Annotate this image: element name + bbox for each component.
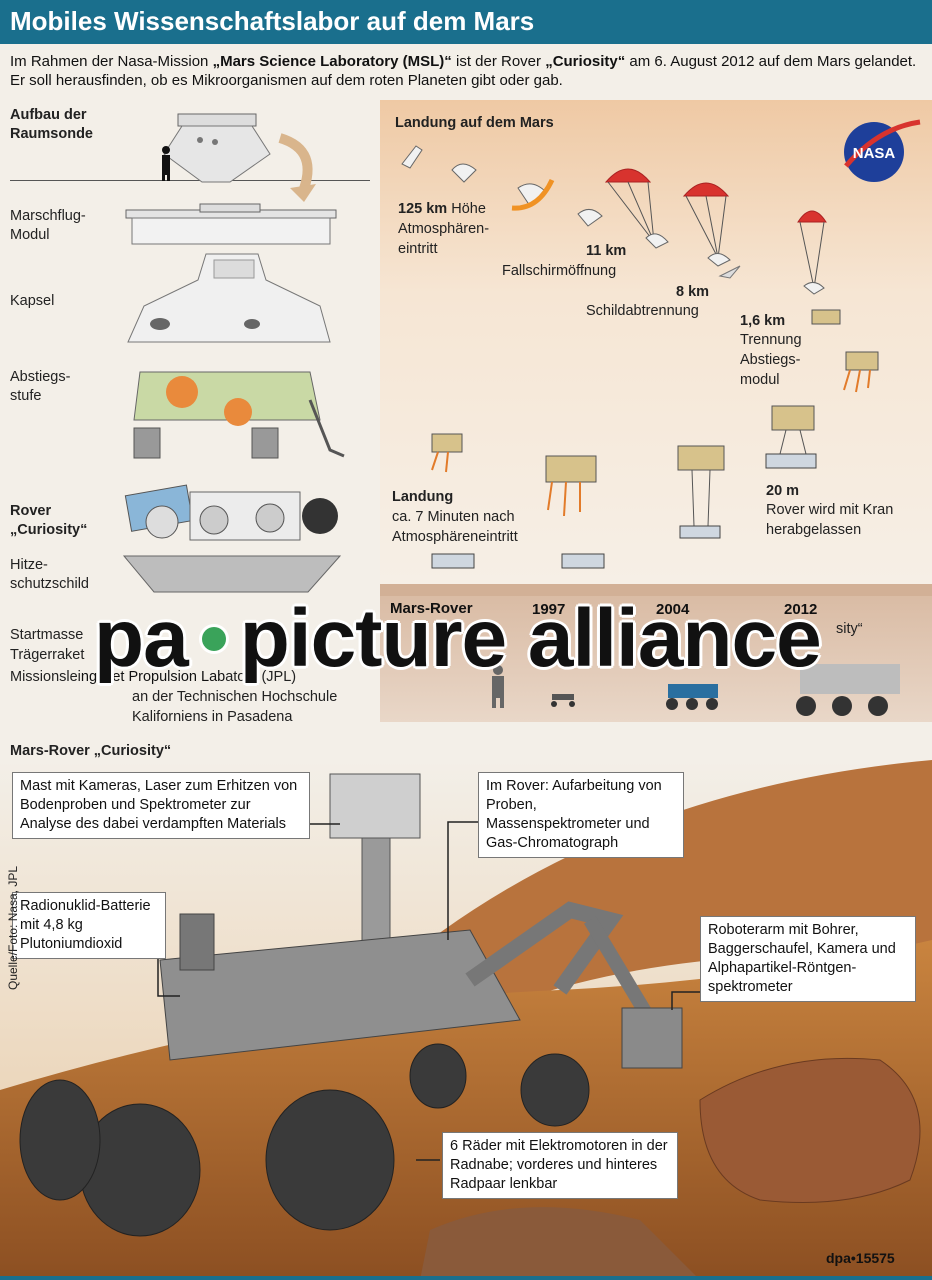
- intro-mission: „Mars Science Laboratory (MSL)“: [212, 53, 452, 70]
- sojourner-rover-icon: [551, 694, 575, 707]
- nasa-logo-text: NASA: [853, 145, 896, 162]
- parachute-2-icon: [682, 182, 741, 279]
- structure-title: Aufbau der Raumsonde: [10, 107, 93, 142]
- landed-rovers-icons: [431, 453, 817, 569]
- step-landing-line2: Atmosphäreneintritt: [392, 529, 518, 545]
- landing-title: Landung auf dem Mars: [395, 115, 554, 131]
- step-20m-height: 20 m: [766, 483, 800, 499]
- callout-wheels: 6 Räder mit Elektromotoren in der Radnab…: [442, 1132, 678, 1199]
- part-label-descent: Abstiegs-stufe: [10, 369, 71, 404]
- intro-part: am 6. August 2012 auf dem Mars gelandet.…: [10, 53, 917, 89]
- landing-panel: [380, 100, 932, 584]
- callout-arm: Roboterarm mit Bohrer, Baggerschaufel, K…: [700, 916, 916, 1002]
- callout-battery: Radionuklid-Batterie mit 4,8 kg Plutoniu…: [12, 892, 166, 959]
- step-8km-text: Schildabtrennung: [586, 303, 699, 319]
- spirit-opportunity-rover-icon: [666, 684, 718, 710]
- step-landing-title: Landung: [392, 489, 454, 505]
- intro-part: ist der Rover: [451, 53, 546, 70]
- part-label-heatshield: Hitze-schutzschild: [10, 557, 89, 592]
- fact-ml-fragment: Missionslei: [10, 669, 81, 685]
- dpa-credit: dpa•15575: [826, 1250, 895, 1266]
- parachute-3-icon: [797, 210, 827, 295]
- intro-part: Im Rahmen der Nasa-Mission: [10, 53, 213, 70]
- step-125km-line2: Atmosphären-: [398, 221, 490, 237]
- heat-shield-icon: [122, 555, 342, 593]
- mars-rock: [699, 1057, 921, 1203]
- foreground-rock: [420, 1207, 700, 1280]
- step-1-6km-line3: modul: [740, 372, 780, 388]
- source-credit: Quelle/Foto: Nasa, JPL: [6, 865, 20, 990]
- history-year-2012: 2012: [784, 601, 818, 618]
- spacecraft-illustration: [125, 113, 345, 459]
- fact-ml-line2: an der Technischen Hochschule: [132, 689, 338, 705]
- step-125km-line3: eintritt: [398, 241, 438, 257]
- sky-crane-cables: [691, 429, 807, 527]
- part-label-rover: Rover „Curiosity“: [10, 503, 88, 538]
- fact-ml-line3: Kaliforniens in Pasadena: [132, 709, 293, 725]
- ground-line: [10, 180, 370, 181]
- callout-im-rover: Im Rover: Aufarbeitung von Proben, Masse…: [478, 772, 684, 858]
- curiosity-rover-small-icon: [796, 664, 900, 716]
- fact-missionsleitung: Missionsleing: Jet Propulsion Labatory (…: [10, 668, 370, 687]
- history-title: Mars-Rover: [390, 600, 473, 617]
- intro-text: Im Rahmen der Nasa-Mission „Mars Science…: [10, 52, 922, 90]
- step-height: 125 km: [398, 201, 448, 217]
- descent-modules-icons: [431, 309, 879, 483]
- descent-stage-icon: [133, 371, 345, 459]
- watermark-left: pa: [94, 593, 189, 684]
- rover-size-comparison: [492, 664, 900, 716]
- assembled-probe-icon: [163, 113, 271, 183]
- rover-body-icon: [159, 773, 683, 1069]
- callout-mast: Mast mit Kameras, Laser zum Erhitzen von…: [12, 772, 310, 839]
- rover-wheels-icons: [19, 1043, 590, 1237]
- nasa-logo-icon: NASA: [844, 119, 921, 182]
- heat-glow-icon: [511, 178, 555, 211]
- thruster-flames-icons: [431, 369, 871, 517]
- history-year-2004: 2004: [656, 601, 690, 618]
- step-1-6km-line1: Trennung: [740, 332, 802, 348]
- rover-section-title: Mars-Rover „Curiosity“: [10, 743, 172, 759]
- step-1-6km-line2: Abstiegs-: [740, 352, 801, 368]
- step-20m-line1: Rover wird mit Kran: [766, 502, 894, 518]
- step-text: Höhe: [447, 201, 486, 217]
- rover-top-view-icon: [124, 484, 338, 541]
- fact-ml-fragment: ng: Jet Propulsion Lab: [80, 669, 226, 685]
- history-2012-name: sity“: [836, 621, 863, 637]
- capsule-icon: [127, 253, 331, 343]
- landing-sequence-illustration: [401, 145, 879, 569]
- person-scale-icon-2: [492, 665, 504, 708]
- fact-startmasse: Startmasse: [10, 627, 84, 643]
- fact-ml-fragment: atory (JPL): [225, 669, 297, 685]
- person-scale-icon: [162, 146, 170, 181]
- history-year-1997: 1997: [532, 601, 566, 618]
- watermark-dot-icon: [201, 627, 226, 651]
- step-landing-line1: ca. 7 Minuten nach: [392, 509, 515, 525]
- cruise-module-icon: [125, 203, 337, 245]
- step-11km-height: 11 km: [586, 243, 627, 259]
- mars-ground: [0, 940, 932, 1280]
- probe-icon: [451, 163, 477, 183]
- step-11km-text: Fallschirmöffnung: [502, 263, 617, 279]
- bottom-bar: [0, 1276, 932, 1280]
- parachute-1-icon: [604, 168, 669, 249]
- part-label-capsule: Kapsel: [10, 293, 55, 309]
- intro-rover: „Curiosity“: [545, 53, 626, 70]
- rover-and-shield-illustration: [122, 484, 342, 593]
- watermark-right: picture alliance: [239, 593, 822, 684]
- step-8km-height: 8 km: [676, 284, 710, 300]
- rover-history-bar: [380, 584, 932, 596]
- step-20m-line2: herabgelassen: [766, 522, 862, 538]
- probe-entry-icon: [401, 145, 423, 169]
- header-bar: [0, 0, 932, 44]
- probe-icon: [577, 209, 603, 227]
- step-1-6km-height: 1,6 km: [740, 313, 786, 329]
- page-title: Mobiles Wissenschaftslabor auf dem Mars: [10, 6, 535, 36]
- fact-traeger: Trägerraket: [10, 647, 85, 663]
- watermark: pa picture alliance: [94, 574, 838, 704]
- part-label-cruise: Marschflug-Modul: [10, 208, 86, 243]
- step-125km: 125 km Höhe: [398, 200, 486, 219]
